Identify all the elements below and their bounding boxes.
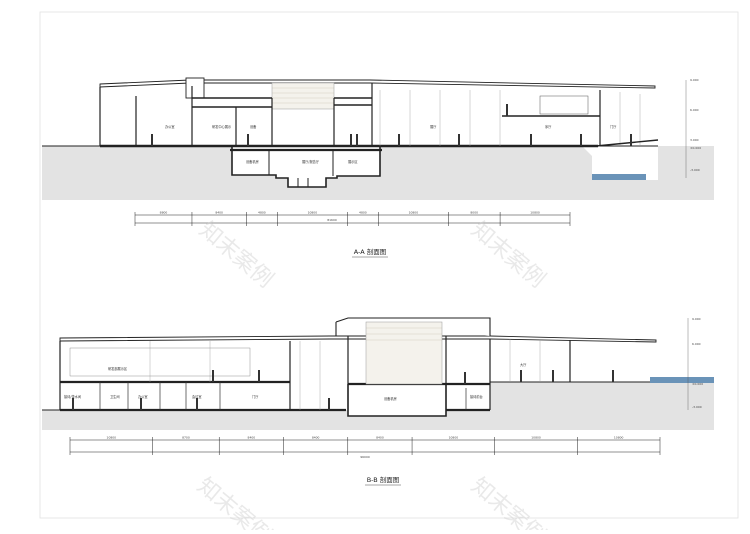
aa-water-feature	[592, 174, 646, 180]
bb-dimension-segment: 10800	[107, 436, 117, 440]
bb-room-label: 办公室	[138, 394, 148, 399]
bb-section-title: B-B 剖面图	[367, 475, 400, 484]
bb-dimension-segment: 10800	[531, 436, 541, 440]
aa-dimension-segment: 10800	[530, 211, 540, 215]
bb-room-label: 研发部展示区	[108, 366, 128, 371]
section-bb: 研发部展示区 接待/茶水间 卫生间 办公室 会议室 门厅 设备机房 大厅 接待前…	[42, 317, 714, 486]
aa-upper-mezzanine	[539, 95, 589, 115]
bb-basement-outline	[347, 384, 447, 417]
sheet-frame	[39, 11, 739, 519]
bb-central-hatch	[366, 327, 442, 341]
aa-room-label: 研发中心展示	[212, 124, 231, 129]
bb-water-feature	[650, 377, 714, 383]
aa-room-label: 门厅	[610, 124, 617, 129]
aa-glazing	[379, 90, 641, 146]
aa-room-label: 展示区	[348, 159, 358, 164]
watermark: 知末案例	[194, 217, 277, 293]
aa-dimension-segment: 8400	[215, 211, 223, 215]
bb-room-label: 设备机房	[384, 396, 397, 401]
aa-roof-box	[185, 77, 205, 99]
bb-dimension-segment: 10800	[614, 436, 624, 440]
bb-dimension-segment: 8400	[248, 436, 256, 440]
aa-dimension-segment: 8800	[160, 211, 168, 215]
aa-level-markers: 9.000 6.000 3.000 ±0.000 -3.000	[685, 78, 701, 178]
aa-level-label: 9.000	[690, 78, 699, 82]
aa-room-label: 序厅	[545, 124, 552, 129]
aa-room-label: 设备	[250, 124, 257, 129]
bb-room-label: 接待前台	[470, 394, 483, 399]
aa-dimension-segment: 4800	[258, 211, 266, 215]
bb-upper-display	[69, 347, 251, 377]
bb-dimension-segment: 8400	[376, 436, 384, 440]
bb-room-labels: 研发部展示区 接待/茶水间 卫生间 办公室 会议室 门厅 设备机房 大厅 接待前…	[64, 362, 527, 401]
aa-ground	[42, 146, 714, 200]
aa-roof	[99, 79, 656, 89]
aa-room-label: 展厅/报告厅	[302, 159, 320, 164]
aa-dimension-segment: 4800	[359, 211, 367, 215]
bb-dimension-segment: 8700	[182, 436, 190, 440]
aa-courtyard-hatch	[272, 87, 334, 104]
bb-ground-right	[490, 382, 714, 430]
bb-level-markers: 9.000 6.000 ±0.000 -3.000	[687, 317, 703, 410]
aa-walls	[99, 83, 601, 146]
bb-room-label: 会议室	[192, 394, 202, 399]
aa-room-label: 办公室	[165, 124, 175, 129]
bb-walls	[59, 336, 571, 410]
bb-dimension-segment: 8400	[312, 436, 320, 440]
aa-level-label: ±0.000	[690, 146, 701, 150]
bb-level-label: 6.000	[692, 342, 701, 346]
aa-dimension-segment: 10800	[308, 211, 318, 215]
aa-cantilever	[595, 139, 659, 147]
aa-courtyard-volume	[271, 82, 335, 110]
bb-room-label: 卫生间	[110, 394, 120, 399]
aa-dimension-chain: 8800 8400 4800 10800 4800 10800 8000 10800 8160…	[134, 211, 571, 226]
aa-room-label: 设备机房	[246, 159, 259, 164]
aa-level-label: -3.000	[690, 168, 700, 172]
aa-dimension-segment: 8000	[470, 211, 478, 215]
aa-mid-slabs	[192, 97, 600, 117]
watermark: 知末案例	[192, 473, 275, 530]
aa-basement-partitions	[268, 150, 334, 187]
bb-slabs	[60, 380, 490, 412]
aa-dimension-total: 81600	[327, 218, 337, 222]
bb-level-label: ±0.000	[692, 382, 703, 386]
aa-dimension-segment: 10800	[409, 211, 419, 215]
bb-room-label: 接待/茶水间	[64, 394, 81, 399]
bb-people	[72, 370, 614, 410]
bb-room-label: 大厅	[520, 362, 527, 367]
aa-level-label: 6.000	[690, 108, 699, 112]
bb-dimension-total: 96000	[360, 455, 370, 459]
bb-level-label: 9.000	[692, 317, 701, 321]
bb-central-glazing	[365, 321, 443, 385]
aa-level-label: 3.000	[690, 138, 699, 142]
watermark: 知末案例	[466, 217, 549, 293]
aa-people	[151, 104, 632, 146]
bb-level-label: -3.000	[692, 405, 702, 409]
bb-room-label: 门厅	[252, 394, 259, 399]
bb-dimension-segment: 10800	[449, 436, 459, 440]
aa-room-labels: 办公室 研发中心展示 设备 展厅 序厅 门厅 设备机房 展厅/报告厅 展示区	[165, 124, 617, 164]
bb-glazing	[149, 339, 541, 410]
section-aa: 办公室 研发中心展示 设备 展厅 序厅 门厅 设备机房 展厅/报告厅 展示区 9…	[42, 77, 714, 258]
bb-partitions	[99, 382, 467, 410]
bb-dimension-chain: 10800 8700 8400 8400 8400 10800 10800 10800 960…	[69, 436, 661, 459]
watermark: 知末案例	[466, 473, 549, 530]
bb-roof	[59, 335, 657, 343]
aa-room-label: 展厅	[430, 124, 437, 129]
aa-section-title: A-A 剖面图	[354, 247, 387, 256]
